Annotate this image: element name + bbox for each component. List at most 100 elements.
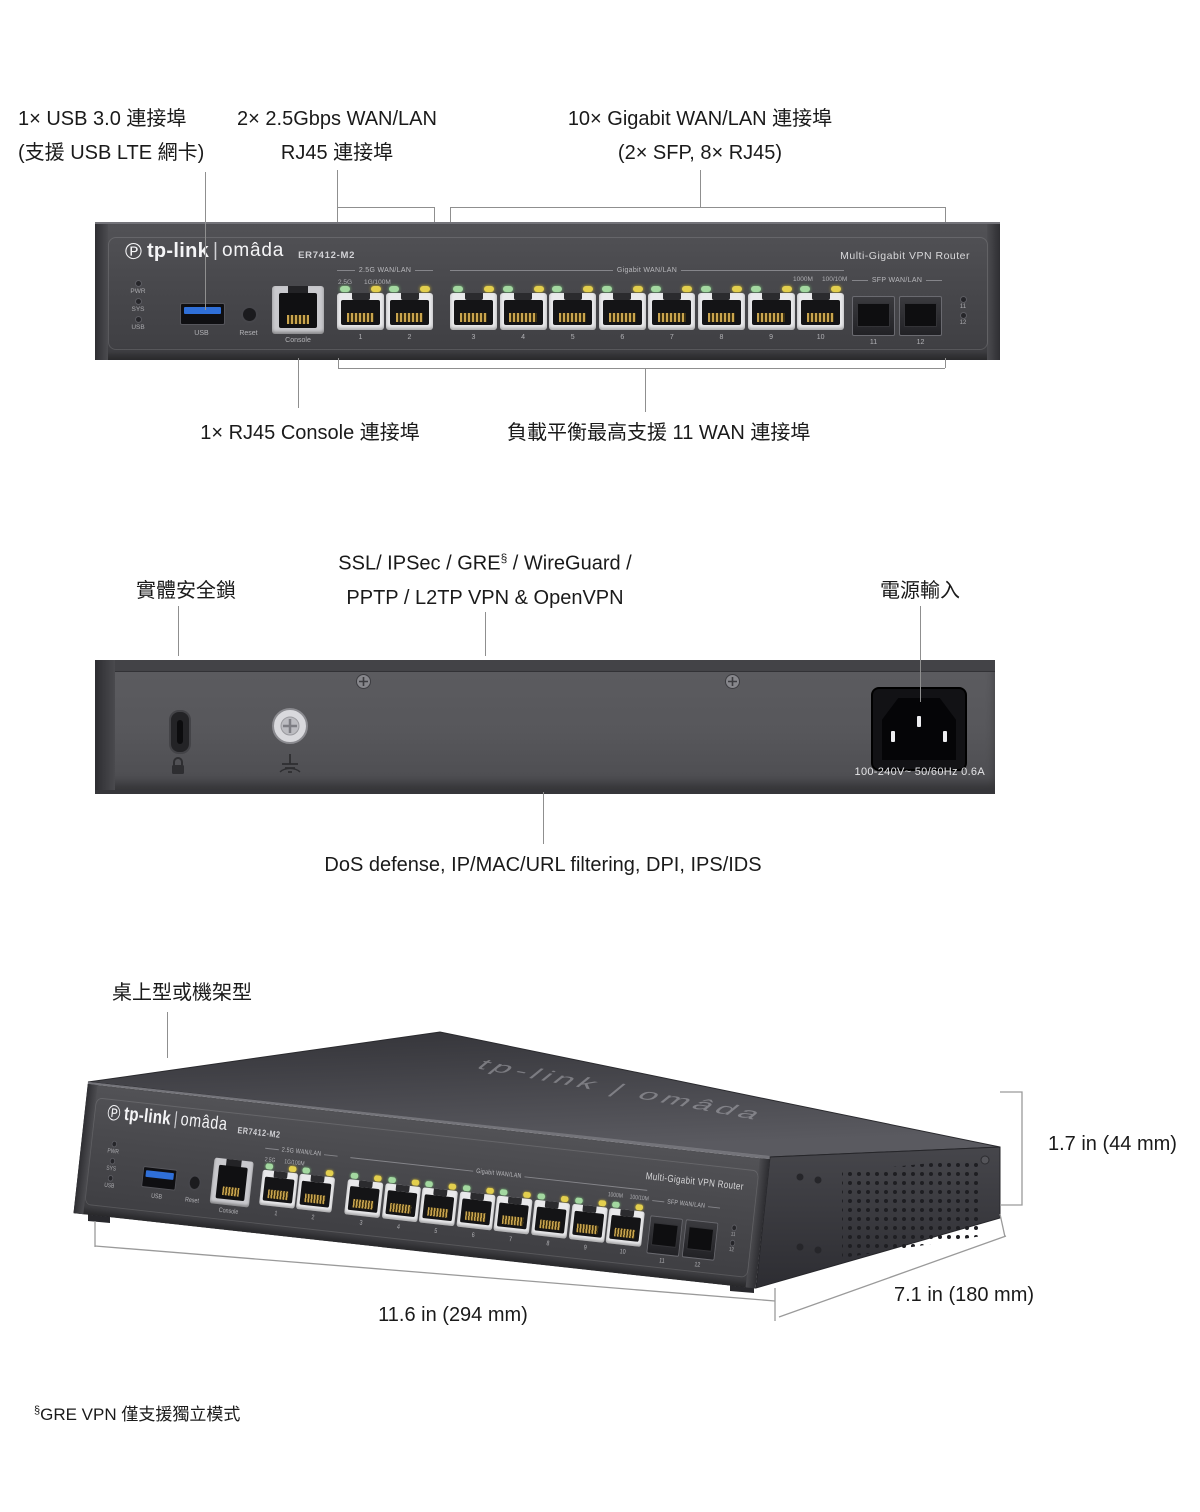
rj45-cavity <box>801 300 841 325</box>
annotation-power: 電源輸入 <box>880 580 960 602</box>
rj45-pins <box>427 1207 449 1218</box>
group-label-gigabit-text: Gigabit WAN/LAN <box>616 267 678 274</box>
leader-line <box>178 606 179 656</box>
led-label: PWR <box>130 288 146 295</box>
rj45-bezel <box>337 293 384 330</box>
link-led <box>651 286 662 292</box>
annotation-console: 1× RJ45 Console 連接埠 <box>200 422 420 444</box>
sfp-port: 11 <box>852 296 895 348</box>
led-dot <box>959 296 967 303</box>
annotation-25g-line1: 2× 2.5Gbps WAN/LAN <box>237 108 437 130</box>
link-led <box>462 1184 471 1192</box>
chassis-endcap <box>95 224 108 360</box>
activity-led <box>682 286 693 292</box>
rj45-port: 6 <box>598 285 646 343</box>
rj45-clip-notch <box>762 293 781 300</box>
group-label-gigabit: Gigabit WAN/LAN <box>450 267 845 274</box>
ports-gigabit: 3 4 5 6 <box>450 285 845 343</box>
brand-logo: ℗ tp-link | omâda ER7412-M2 <box>125 237 355 265</box>
power-rating-label: 100-240V~ 50/60Hz 0.6A <box>854 766 985 778</box>
sfp-port: 12 <box>681 1219 719 1272</box>
link-led <box>425 1180 434 1188</box>
sfp-cage <box>681 1219 719 1261</box>
activity-led <box>533 286 544 292</box>
sfp-slot <box>904 303 937 327</box>
leader-line <box>434 207 435 222</box>
rj45-cavity <box>341 300 380 325</box>
rj45-pins <box>389 1202 412 1214</box>
annotation-25g: 2× 2.5Gbps WAN/LAN RJ45 連接埠 <box>217 102 457 170</box>
rj45-cavity <box>652 300 692 325</box>
link-led <box>340 286 350 292</box>
led-label: 12 <box>728 1247 735 1254</box>
link-led <box>387 1176 396 1184</box>
port-number: 9 <box>769 334 774 341</box>
port-number: 1 <box>358 334 363 341</box>
activity-led <box>560 1195 569 1203</box>
rj45-clip-notch <box>514 293 533 300</box>
activity-led <box>371 286 381 292</box>
router-perspective-front: ℗ tp-link | omâda ER7412-M2 Multi-Gigabi… <box>73 1082 770 1289</box>
rj45-cavity <box>390 300 429 325</box>
rj45-bezel <box>258 1169 299 1209</box>
activity-led <box>632 286 643 292</box>
annotation-10g-line1: 10× Gigabit WAN/LAN 連接埠 <box>567 108 833 130</box>
leader-line <box>338 368 945 369</box>
rj45-pins <box>459 313 488 322</box>
ground-screw <box>272 708 308 744</box>
rj45-port: 6 <box>455 1184 496 1243</box>
link-led <box>574 1197 583 1204</box>
group-label-25g-text: 2.5G WAN/LAN <box>358 267 412 274</box>
footnote-text: GRE VPN 僅支援獨立模式 <box>40 1405 241 1424</box>
rj45-clip-notch <box>712 293 731 300</box>
rj45-port: 8 <box>530 1192 571 1251</box>
rj45-cavity <box>299 1180 332 1208</box>
rj45-port: 10 <box>797 285 845 343</box>
status-led: USB <box>125 316 151 331</box>
leader-line <box>700 170 701 207</box>
rj45-bezel <box>697 293 745 330</box>
rj45-cavity <box>701 300 741 325</box>
led-dot <box>729 1239 736 1247</box>
console-label: Console <box>285 337 311 344</box>
led-label: SYS <box>105 1164 117 1173</box>
led-dot <box>959 312 967 319</box>
rj45-port: 7 <box>492 1188 533 1247</box>
router-front-view: ℗ tp-link | omâda ER7412-M2 Multi-Gigabi… <box>95 222 1000 360</box>
rj45-port: 4 <box>380 1176 421 1235</box>
rj45-cavity <box>385 1190 418 1218</box>
activity-led <box>597 1199 607 1207</box>
port-number: 8 <box>719 334 724 341</box>
rj45-bezel <box>450 293 497 330</box>
activity-led <box>485 1187 494 1195</box>
rj45-cavity <box>571 1210 604 1238</box>
link-led <box>800 286 811 292</box>
rj45-port: 2 <box>295 1166 336 1225</box>
screw-icon <box>725 674 740 689</box>
speed-label-100m: 100/10M <box>822 276 848 283</box>
status-led: SYS <box>125 298 151 313</box>
activity-led <box>288 1165 297 1173</box>
rj45-pins <box>539 1219 561 1231</box>
link-led <box>750 286 761 292</box>
port-number: 2 <box>310 1214 315 1222</box>
rj45-bezel <box>648 293 696 330</box>
reset-button <box>241 306 258 323</box>
rj45-port: 2 <box>386 285 433 343</box>
screw-icon <box>356 674 371 689</box>
port-number: 4 <box>521 334 526 341</box>
rj45-cavity <box>215 1164 248 1202</box>
side-face <box>755 1146 1001 1289</box>
link-led <box>537 1193 546 1200</box>
annotation-vpn-line1: SSL/ IPSec / GRE§ / WireGuard / <box>338 551 632 575</box>
rj45-port: 4 <box>499 285 547 343</box>
led-label: PWR <box>107 1147 120 1156</box>
sfp-led: 11 <box>955 296 971 310</box>
power-inlet <box>871 687 967 771</box>
leader-line <box>338 358 339 368</box>
router-front-panel: ℗ tp-link | omâda ER7412-M2 Multi-Gigabi… <box>73 1082 770 1289</box>
annotation-load-balance: 負載平衡最高支援 11 WAN 連接埠 <box>507 422 811 444</box>
rj45-cavity <box>279 293 317 328</box>
usb-port-label: USB <box>194 330 209 337</box>
rj45-cavity <box>609 1214 642 1242</box>
